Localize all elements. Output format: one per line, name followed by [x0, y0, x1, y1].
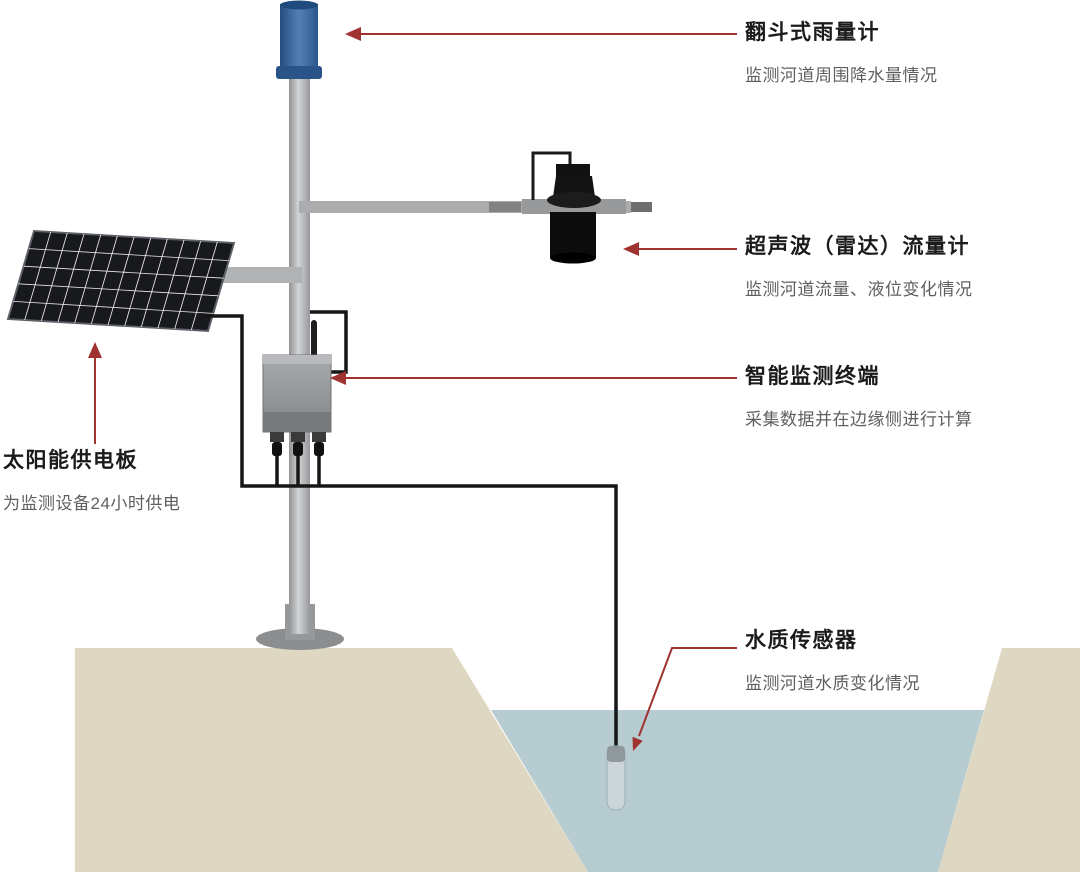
connector-nut-3 — [312, 432, 326, 442]
connector-body-2 — [293, 442, 303, 456]
solar-panel-desc: 为监测设备24小时供电 — [3, 494, 181, 513]
arm-joint — [489, 202, 521, 212]
flow-meter-title: 超声波（雷达）流量计 — [745, 235, 970, 258]
pole-shaft — [289, 72, 310, 634]
panel-grid — [13, 231, 229, 331]
rain-gauge-body — [280, 4, 318, 70]
river-bank — [75, 648, 1080, 872]
arm-end-cap — [631, 202, 652, 212]
terminal-arrow — [330, 371, 737, 385]
flow-meter-desc: 监测河道流量、液位变化情况 — [745, 280, 973, 299]
terminal-connectors — [270, 432, 326, 456]
label-rain-gauge: 翻斗式雨量计 监测河道周围降水量情况 — [745, 16, 938, 86]
water-sensor-title: 水质传感器 — [745, 629, 858, 652]
terminal-box-bottom-band — [263, 412, 331, 432]
water-sensor-desc: 监测河道水质变化情况 — [745, 674, 920, 693]
label-flow-meter: 超声波（雷达）流量计 监测河道流量、液位变化情况 — [745, 230, 973, 300]
rain-gauge-title: 翻斗式雨量计 — [745, 21, 880, 44]
flow-meter-arrow — [623, 242, 737, 256]
rain-gauge-top — [280, 0, 318, 10]
flow-meter-cable-loop — [531, 151, 572, 200]
solar-panel-device — [6, 230, 302, 332]
label-solar-panel: 太阳能供电板 为监测设备24小时供电 — [3, 444, 180, 514]
cables — [205, 310, 618, 746]
label-terminal: 智能监测终端 采集数据并在边缘侧进行计算 — [745, 360, 973, 430]
connector-nut-1 — [270, 432, 284, 442]
flow-meter-bottom — [550, 252, 596, 264]
sensor-cap — [607, 746, 625, 762]
connector-nut-2 — [291, 432, 305, 442]
solar-panel-title: 太阳能供电板 — [3, 449, 138, 472]
rain-gauge-arrow — [345, 27, 737, 41]
rain-gauge-desc: 监测河道周围降水量情况 — [745, 66, 938, 85]
connector-body-1 — [272, 442, 282, 456]
flow-meter-cylinder — [550, 212, 596, 258]
rain-gauge-flare — [276, 66, 322, 79]
flow-meter-device — [531, 151, 601, 264]
rain-gauge-device — [276, 0, 322, 79]
panel-support-arm — [212, 267, 302, 283]
terminal-device — [262, 320, 332, 456]
solar-panel-arrow — [88, 342, 102, 444]
connector-body-3 — [314, 442, 324, 456]
flow-meter-flange — [547, 192, 601, 208]
terminal-desc: 采集数据并在边缘侧进行计算 — [745, 410, 973, 429]
water-quality-sensor-device — [606, 745, 626, 811]
terminal-title: 智能监测终端 — [745, 365, 880, 388]
left-bank — [75, 648, 588, 872]
water-sensor-arrow — [632, 647, 737, 751]
terminal-antenna — [311, 320, 317, 358]
pole-downlink-cable — [310, 310, 348, 374]
annotation-arrows — [88, 27, 737, 751]
right-bank — [938, 648, 1080, 872]
label-water-sensor: 水质传感器 监测河道水质变化情况 — [745, 624, 920, 694]
terminal-box-top-band — [263, 355, 331, 364]
solar-power-cable — [205, 314, 618, 746]
